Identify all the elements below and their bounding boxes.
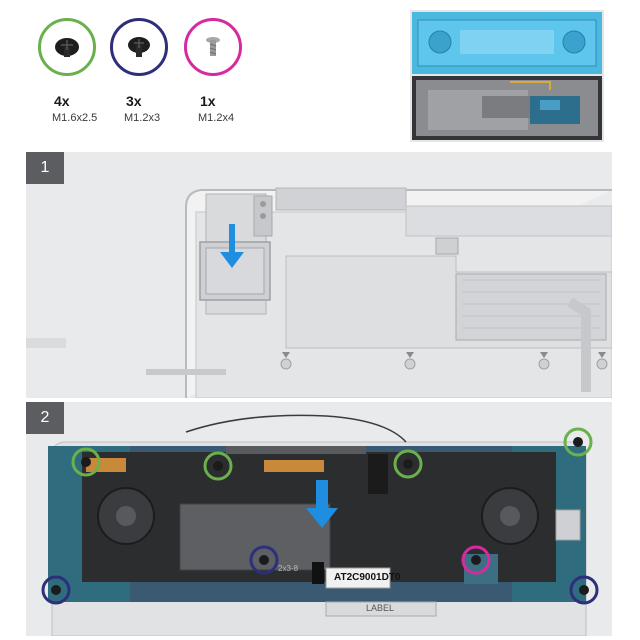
screw-marker-green-2: [203, 451, 233, 481]
overview-drawing: [410, 10, 604, 142]
screw-count-1: 4x: [54, 93, 70, 109]
screw-marker-navy-1: [249, 545, 279, 575]
small-text: 2x3-8: [278, 564, 299, 573]
step-1-panel: 1: [26, 152, 612, 398]
screw-marker-green-3: [393, 449, 423, 479]
screw-count-3: 1x: [200, 93, 216, 109]
step-1-badge: 1: [26, 152, 64, 184]
step-1-arrow: [220, 224, 244, 268]
screw-count-2: 3x: [126, 93, 142, 109]
screw-size-2: M1.2x3: [124, 112, 161, 124]
screw-m12x4-icon: [206, 37, 220, 56]
screw-m12x3-icon: [128, 37, 150, 57]
screw-size-3: M1.2x4: [198, 112, 235, 124]
bottom-label: LABEL: [366, 603, 395, 613]
overview-thumbnail: [410, 10, 604, 142]
screw-marker-green-4: [563, 427, 593, 457]
screw-m12x4-circle: [184, 18, 242, 76]
step-1-drawing: [26, 152, 612, 398]
screw-m12x3-circle: [110, 18, 168, 76]
screw-marker-navy-3: [569, 575, 599, 605]
screw-size-1: M1.6x2.5: [52, 112, 98, 124]
screw-m16x25-icon: [55, 38, 79, 57]
step-2-panel: AT2C9001DT0 LABEL 2x3-8 2: [26, 402, 612, 636]
step-2-arrow: [306, 480, 338, 528]
step-2-badge: 2: [26, 402, 64, 434]
screw-marker-green-1: [71, 447, 101, 477]
board-label: AT2C9001DT0: [334, 572, 401, 583]
screw-marker-pink-1: [461, 545, 491, 575]
step-2-drawing: [26, 402, 612, 636]
screw-m16x25-circle: [38, 18, 96, 76]
screw-marker-navy-2: [41, 575, 71, 605]
